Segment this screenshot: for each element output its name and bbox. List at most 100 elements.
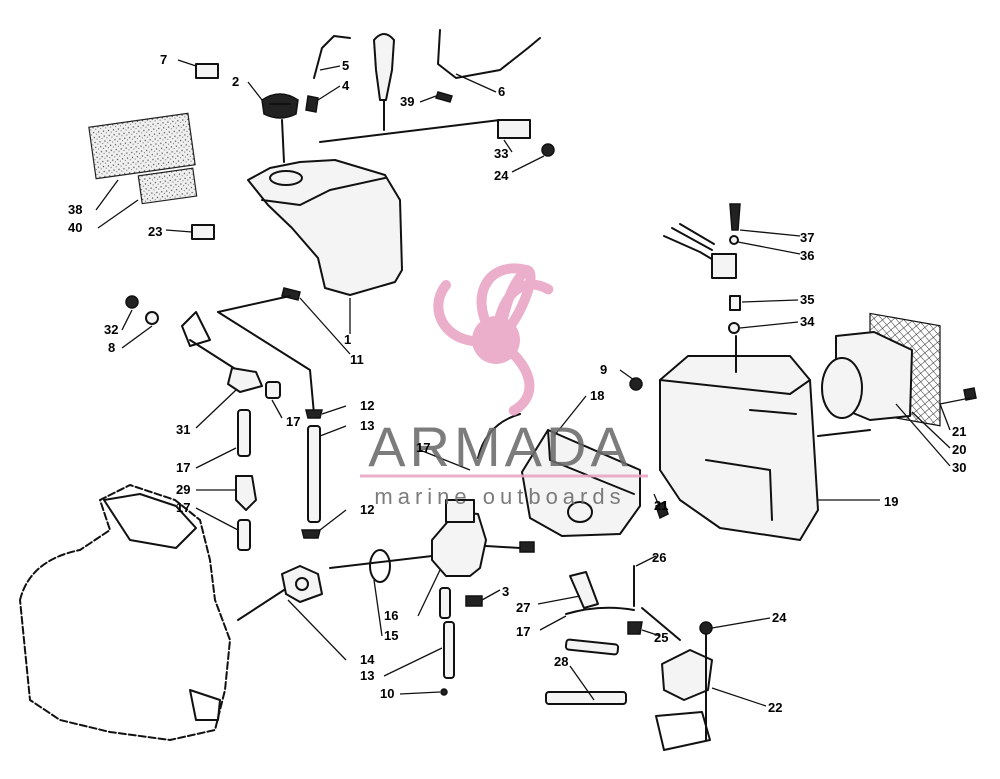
filler-neck xyxy=(269,170,303,186)
callout-17d: 17 xyxy=(416,440,430,455)
hose-17c xyxy=(237,519,251,551)
watermark-tagline: marine outboards xyxy=(374,484,625,509)
callout-22: 22 xyxy=(768,700,782,715)
callout-23: 23 xyxy=(148,224,162,239)
fuel-filter-29 xyxy=(235,475,257,511)
clip-27 xyxy=(569,571,599,609)
fuel-pump-group xyxy=(545,565,713,751)
nut-24-bottom xyxy=(699,621,713,635)
clamp-15 xyxy=(369,549,391,583)
fuel-tank-group xyxy=(88,29,555,313)
callout-31: 31 xyxy=(176,422,190,437)
callout-30: 30 xyxy=(952,460,966,475)
callout-37: 37 xyxy=(800,230,814,245)
pad-23 xyxy=(191,224,215,240)
callout-17e: 17 xyxy=(516,624,530,639)
screw-21-right xyxy=(963,387,977,401)
callout-34: 34 xyxy=(800,314,815,329)
leader-lines xyxy=(95,59,971,707)
callout-19: 19 xyxy=(884,494,898,509)
clamp-12-bottom xyxy=(301,529,321,539)
primer-hose-6 xyxy=(437,29,541,79)
callout-7: 7 xyxy=(160,52,167,67)
callout-3: 3 xyxy=(502,584,509,599)
screw-39 xyxy=(435,91,453,103)
clip-3 xyxy=(465,595,483,607)
grommet-34 xyxy=(728,322,740,334)
callout-24b: 24 xyxy=(772,610,787,625)
decal-small xyxy=(137,167,198,205)
washer-36 xyxy=(729,235,739,245)
callout-38: 38 xyxy=(68,202,82,217)
gasket-14 xyxy=(281,565,323,603)
callout-35: 35 xyxy=(800,292,814,307)
nut-9 xyxy=(629,377,643,391)
fuel-cap xyxy=(261,93,299,119)
callout-12a: 12 xyxy=(360,398,374,413)
screw-37 xyxy=(729,203,741,231)
fuel-valve-31 xyxy=(227,367,263,393)
callout-1: 1 xyxy=(344,332,351,347)
nut-24-top xyxy=(541,143,555,157)
propeller-icon xyxy=(433,263,554,416)
callout-21b: 21 xyxy=(654,498,668,513)
callout-25: 25 xyxy=(654,630,668,645)
hose-13-lower xyxy=(439,587,451,619)
callout-29: 29 xyxy=(176,482,190,497)
watermark-brand: ARMADA xyxy=(368,415,632,478)
vent-hose-5 xyxy=(313,35,351,79)
fitting-4 xyxy=(305,95,319,113)
clamp-33 xyxy=(497,119,531,139)
pump-base xyxy=(655,711,711,751)
callout-9: 9 xyxy=(600,362,607,377)
intake-silencer-18 xyxy=(521,429,641,537)
callout-6: 6 xyxy=(498,84,505,99)
callout-10: 10 xyxy=(380,686,394,701)
callout-13a: 13 xyxy=(360,418,374,433)
callout-4: 4 xyxy=(342,78,350,93)
callout-28: 28 xyxy=(554,654,568,669)
callout-24a: 24 xyxy=(494,168,509,183)
callout-36: 36 xyxy=(800,248,814,263)
callout-13b: 13 xyxy=(360,668,374,683)
callout-33: 33 xyxy=(494,146,508,161)
fuel-pump-22 xyxy=(661,649,713,701)
callout-32: 32 xyxy=(104,322,118,337)
bracket-mount xyxy=(181,311,211,347)
callout-21a: 21 xyxy=(952,424,966,439)
engine-block xyxy=(19,484,231,741)
callout-20: 20 xyxy=(952,442,966,457)
callout-2: 2 xyxy=(232,74,239,89)
fitting-17a xyxy=(265,381,281,399)
callout-39: 39 xyxy=(400,94,414,109)
primer-bulb xyxy=(373,33,395,101)
fuel-line-group xyxy=(125,295,323,551)
washer-8 xyxy=(145,311,159,325)
callout-17b: 17 xyxy=(176,460,190,475)
hose-17-pump xyxy=(565,606,635,615)
hose-17b xyxy=(237,409,251,457)
clip-25 xyxy=(627,621,643,635)
watermark: ARMADA marine outboards xyxy=(360,263,648,509)
hose-28a xyxy=(564,638,620,656)
clamp-12-top xyxy=(305,409,323,419)
nut-32 xyxy=(125,295,139,309)
air-silencer-19 xyxy=(659,355,819,541)
hose-28b xyxy=(545,691,627,705)
connector xyxy=(519,541,535,553)
callout-14: 14 xyxy=(360,652,375,667)
callout-40: 40 xyxy=(68,220,82,235)
callout-27: 27 xyxy=(516,600,530,615)
spacer-35 xyxy=(729,295,741,311)
fuel-hose-13 xyxy=(307,425,321,523)
carburetor-group xyxy=(237,413,535,696)
decal-large xyxy=(88,112,196,180)
air-box-group xyxy=(629,203,977,541)
callout-8: 8 xyxy=(108,340,115,355)
fuel-tank xyxy=(247,159,403,296)
fitting-10 xyxy=(440,688,448,696)
callout-11: 11 xyxy=(350,352,364,367)
callout-labels: 1 2 3 4 5 6 7 8 9 10 11 12 12 13 13 14 1… xyxy=(68,52,966,715)
tether-chain xyxy=(281,119,285,163)
